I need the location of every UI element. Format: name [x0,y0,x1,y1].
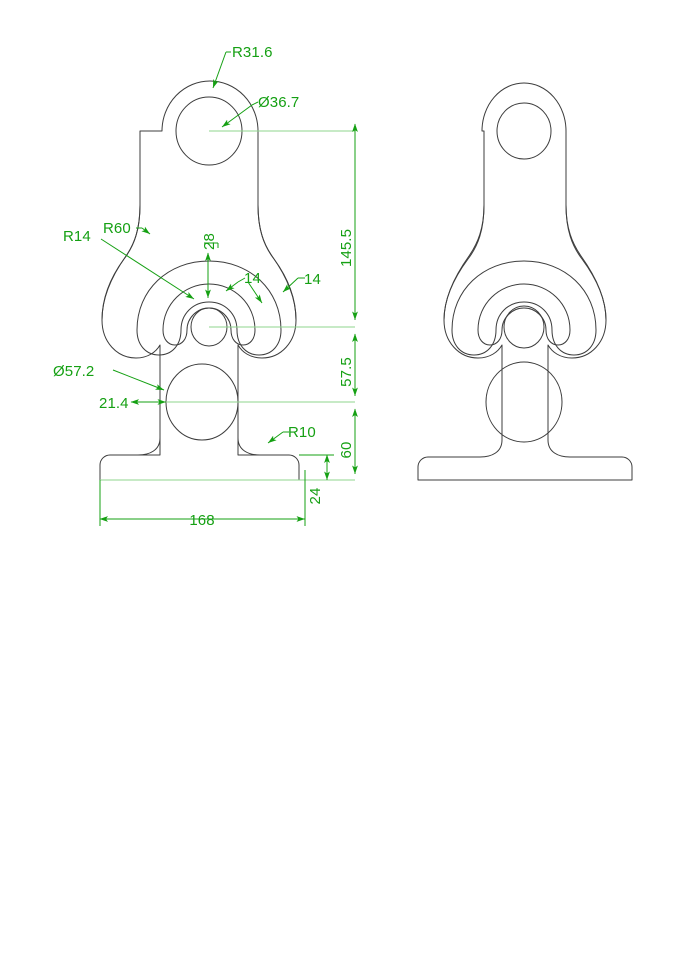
dim-label-28: 28 [201,233,218,250]
dim-label-24: 24 [307,488,324,505]
leader-14-inner [225,281,239,292]
dim-label-145-5: 145.5 [338,229,355,267]
lower-large-hole-right-view [485,361,563,443]
leader-dia36-7-shelf [251,101,259,106]
leader-dia36-7 [221,104,253,128]
body-left-waist-right-view [443,204,485,321]
leader-14-lobe [247,281,263,304]
leader-14-outer [282,277,299,293]
middle-arch-slot-inner-right-view [477,283,571,346]
leader-r60-arrow [141,226,151,235]
leader-r31-6 [212,51,227,89]
leader-r14 [100,238,195,300]
dim-label-r60: R60 [103,220,131,237]
dim-label-14-outer: 14 [304,271,321,288]
dim-label-r10: R10 [288,424,316,441]
base-fillet-right [237,437,261,456]
dim-label-dia57-2: Ø57.2 [53,363,94,380]
leader-r10 [267,431,284,444]
base-fillet-left [137,437,161,456]
dim-label-r31-6: R31.6 [232,44,273,61]
dim-label-57-5: 57.5 [338,357,355,387]
leader-14-inner-shelf [237,277,246,283]
top-lug-hole-right-view [496,102,552,160]
body-right-waist-right-view [565,204,607,321]
dimensioned-front-view [99,80,300,481]
dim-label-168: 168 [189,512,214,529]
leader-dia57-2 [112,369,165,391]
body-left-waist [101,204,141,321]
dim-label-dia36-7: Ø36.7 [258,94,299,111]
body-outer-profile-right [417,82,633,481]
middle-arch-slot-inner [162,283,256,346]
center-small-hole-right-view [503,305,545,349]
dim-label-21-4: 21.4 [99,395,129,412]
dim-label-r14: R14 [63,228,91,245]
plain-front-view [417,82,633,481]
body-outer-profile [99,80,300,481]
dimension-annotations: R31.6 Ø36.7 R14 R60 28 14 [53,44,358,529]
body-right-waist [257,204,297,321]
dim-label-60: 60 [338,442,355,459]
dim-label-14-inner: 14 [244,270,261,287]
